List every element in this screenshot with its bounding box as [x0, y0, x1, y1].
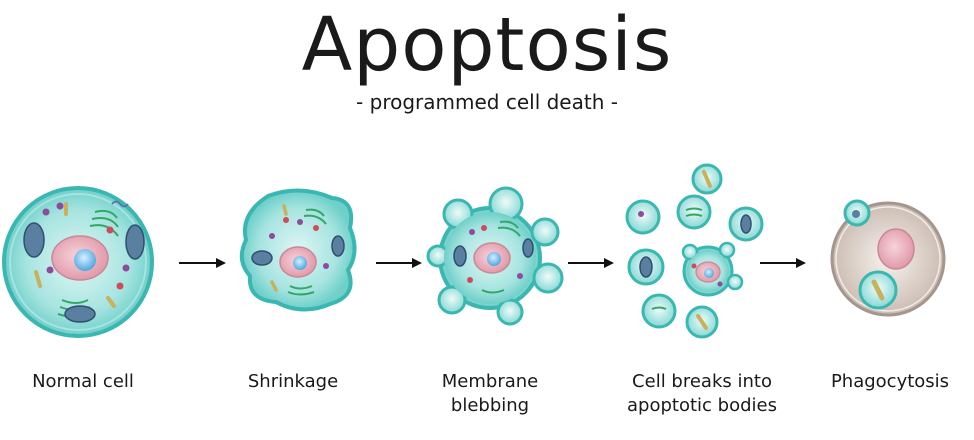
blebbing-cell — [426, 186, 564, 326]
arrow-4 — [760, 258, 806, 268]
diagram-title: Apoptosis — [301, 2, 673, 88]
shrinkage-cell — [239, 188, 357, 312]
macrophage-nucleus — [877, 228, 915, 270]
phagocyte — [830, 199, 946, 317]
stage-label-phagocytosis: Phagocytosis — [830, 371, 950, 392]
stage-label-membrane-blebbing: Membrane blebbing — [441, 371, 539, 416]
mitochondrion — [64, 305, 96, 323]
arrow-2 — [376, 258, 422, 268]
diagram-subtitle: - programmed cell death - — [356, 90, 618, 114]
normal-cell — [2, 186, 154, 338]
ribosomes — [34, 202, 116, 308]
lysosomes — [106, 226, 124, 290]
arrow-1 — [179, 258, 226, 268]
stage-label-shrinkage: Shrinkage — [247, 371, 339, 392]
vesicles — [42, 202, 130, 274]
arrow-3 — [568, 258, 614, 268]
mitochondrion — [23, 222, 45, 258]
golgi-squiggle — [111, 200, 129, 208]
mitochondrion — [125, 224, 145, 260]
apoptotic-bodies — [625, 163, 764, 339]
nucleolus — [74, 249, 96, 271]
stage-label-normal-cell: Normal cell — [32, 371, 134, 392]
stage-label-apoptotic-bodies: Cell breaks into apoptotic bodies — [627, 371, 777, 416]
